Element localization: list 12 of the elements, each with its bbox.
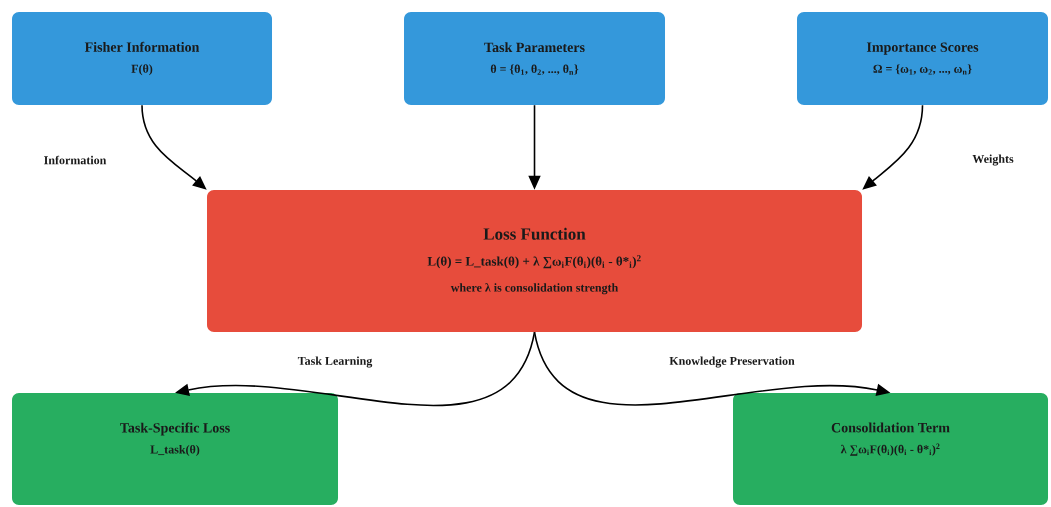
loss-box: Loss Function L(θ) = L_task(θ) + λ ∑ω$_{i}$F(θ$_{i}$)(θ$_{i}$ - θ*$_{i}$)$^{2}$ where λ is consolidation strength [207, 190, 862, 332]
process-box: Task Parameters θ = {θ$_{1}$, θ$_{2}$, ..., θ$_{n}$} [404, 12, 665, 105]
edge-label: Knowledge Preservation [667, 355, 797, 369]
edge-label: Weights [970, 153, 1016, 167]
process-box: Fisher Information F(θ) [12, 12, 272, 105]
arrow [862, 104, 924, 190]
process-box: Importance Scores Ω = {ω$_{1}$, ω$_{2}$, ..., ω$_{n}$} [797, 12, 1048, 105]
arrow [141, 104, 207, 190]
edge-label: Information [42, 154, 108, 166]
edge-label: Task Learning [296, 355, 374, 369]
output-box: Consolidation Term λ ∑ω$_{i}$F(θ$_{i}$)(θ$_{i}$ - θ*$_{i}$)$^{2}$ [733, 393, 1048, 505]
output-box: Task-Specific Loss L_task(θ) [12, 393, 338, 505]
